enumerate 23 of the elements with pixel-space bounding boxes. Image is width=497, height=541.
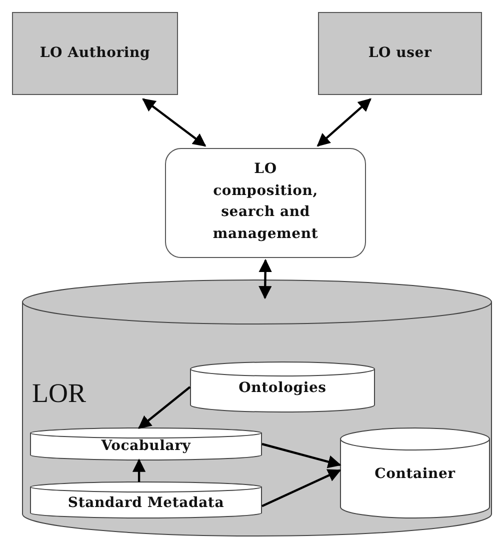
- database-cylinder: [30, 428, 262, 460]
- arrow: [138, 386, 191, 429]
- node-label: LO user: [368, 44, 432, 63]
- database-cylinder: [340, 428, 490, 518]
- node-label: LO composition, search and management: [212, 160, 320, 244]
- node-label: LO Authoring: [40, 44, 150, 63]
- process-box: [12, 12, 178, 95]
- arrow: [258, 258, 272, 300]
- arrow: [142, 98, 206, 147]
- node-label: Ontologies: [238, 379, 326, 398]
- database-cylinder: [30, 482, 262, 518]
- node-label: Vocabulary: [101, 437, 191, 456]
- arrow: [132, 458, 146, 482]
- node-label: Standard Metadata: [68, 494, 224, 513]
- database-cylinder: [190, 362, 375, 412]
- node-label: Container: [374, 465, 456, 484]
- arrow: [262, 469, 342, 508]
- arrow: [316, 98, 372, 147]
- node-label: LOR: [32, 378, 86, 409]
- database-cylinder: [22, 280, 492, 536]
- process-box: [318, 12, 482, 95]
- rounded-process-box: [165, 148, 366, 258]
- arrow: [262, 442, 342, 468]
